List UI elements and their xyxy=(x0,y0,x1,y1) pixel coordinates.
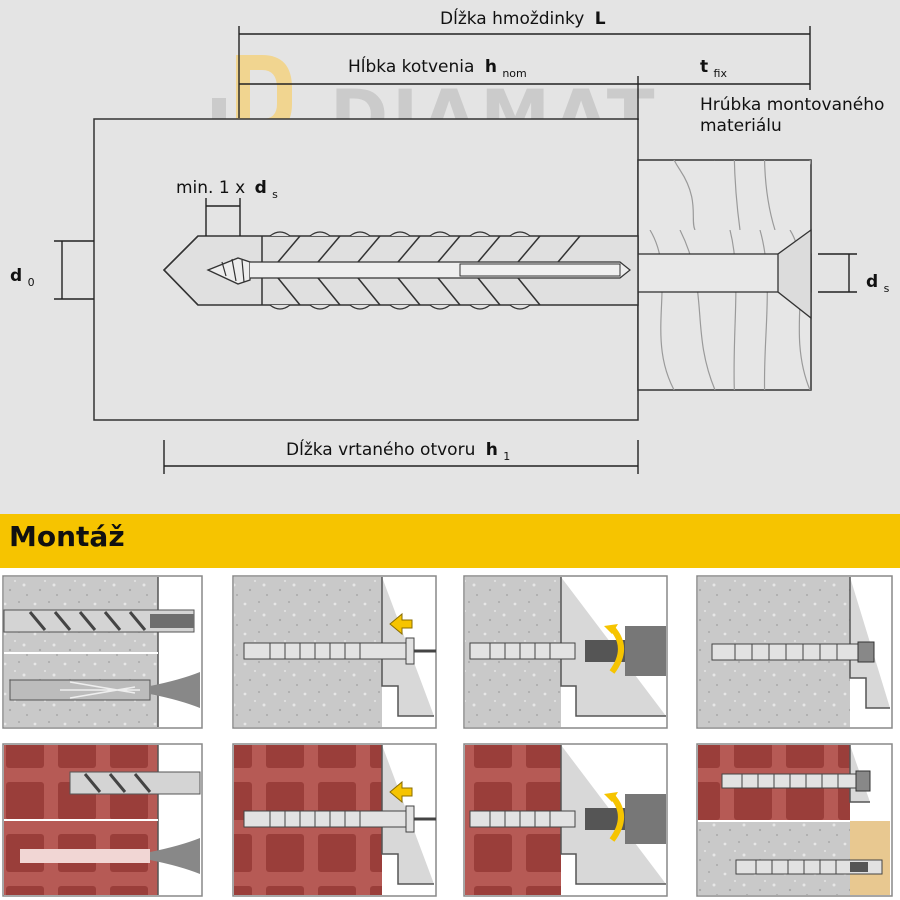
tfix-sub: fix xyxy=(714,67,728,80)
length-symbol: L xyxy=(595,9,606,29)
step-concrete-screw xyxy=(463,575,668,729)
tfix-symbol: t xyxy=(700,57,708,77)
d0-symbol: d xyxy=(10,266,22,286)
step-brick-screw xyxy=(463,743,668,897)
svg-text:Dĺžka hmoždinky L: Dĺžka hmoždinky L xyxy=(440,7,606,29)
hole-length-label: Dĺžka vrtaného otvoru xyxy=(286,438,475,460)
ds-sub: s xyxy=(884,282,890,295)
ds-symbol: d xyxy=(866,272,878,292)
anchor-dowel xyxy=(162,231,639,310)
svg-text:Hĺbka kotvenia h n: Hĺbka kotvenia h nom xyxy=(348,55,527,80)
svg-text:d 0: d 0 xyxy=(10,266,35,289)
material-thickness-line2: materiálu xyxy=(700,116,782,136)
hole-length-symbol: h xyxy=(486,440,498,460)
step-concrete-drill xyxy=(2,575,203,729)
step-concrete-installed xyxy=(696,575,893,729)
anchor-depth-label: Hĺbka kotvenia xyxy=(348,55,474,77)
anchor-depth-sub: nom xyxy=(502,67,526,80)
anchor-dimension-diagram: DIAMAT xyxy=(0,0,900,514)
length-label: Dĺžka hmoždinky xyxy=(440,7,584,29)
step-concrete-insert xyxy=(232,575,437,729)
min-ds-symbol: d xyxy=(255,178,267,198)
step-brick-insert xyxy=(232,743,437,897)
svg-text:t fix: t fix xyxy=(700,57,727,80)
step-brick-drill xyxy=(2,743,203,897)
assembly-title: Montáž xyxy=(9,520,125,553)
min-ds-sub: s xyxy=(272,188,278,201)
material-thickness-line1: Hrúbka montovaného xyxy=(700,95,884,115)
d0-sub: 0 xyxy=(28,276,35,289)
svg-text:Dĺžka vrtaného otvoru h: Dĺžka vrtaného otvoru h 1 xyxy=(286,438,510,463)
screw-head xyxy=(777,228,812,320)
assembly-steps xyxy=(2,575,893,897)
anchor-depth-symbol: h xyxy=(485,57,497,77)
hole-length-sub: 1 xyxy=(503,450,510,463)
assembly-header-bar xyxy=(0,514,900,568)
svg-text:d s: d s xyxy=(866,272,890,295)
min-prefix: min. 1 x xyxy=(176,178,245,198)
step-brick-installed xyxy=(696,743,893,897)
svg-text:min. 1 x d s: min. 1 x d s xyxy=(176,178,278,201)
